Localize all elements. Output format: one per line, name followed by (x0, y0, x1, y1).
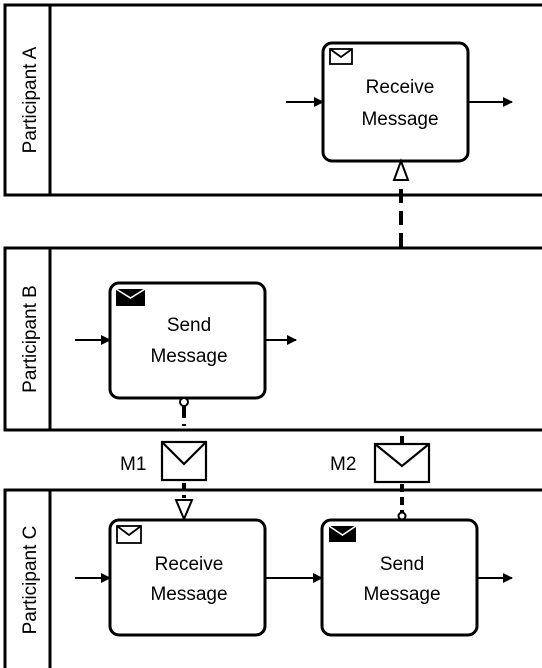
message-flow-arrowhead (392, 158, 410, 181)
message-m2-envelope-icon[interactable] (373, 442, 431, 484)
task-b-send-message[interactable]: Send Message (108, 281, 267, 400)
task-label-line1: Send (380, 554, 424, 575)
task-c-send-message[interactable]: Send Message (320, 518, 479, 637)
task-c-receive-message[interactable]: Receive Message (108, 518, 267, 637)
pool-label-c: Participant C (20, 526, 41, 635)
task-label-line2: Message (363, 584, 440, 605)
message-label-m1: M1 (120, 454, 146, 475)
task-label-line2: Message (361, 109, 438, 130)
message-flow-origin (179, 397, 189, 407)
message-flow-arrowhead (174, 499, 194, 522)
task-label-line2: Message (150, 584, 227, 605)
message-flow-m1 (174, 397, 194, 522)
pool-label-a: Participant A (20, 46, 41, 153)
task-a-receive-message[interactable]: Receive Message (321, 41, 470, 163)
task-label-line1: Receive (366, 77, 435, 98)
pool-participant-b: Participant B (3, 246, 542, 432)
task-label-line1: Send (167, 315, 211, 336)
message-m1-envelope-icon[interactable] (160, 440, 208, 482)
task-label-line2: Message (150, 346, 227, 367)
envelope-filled-icon (328, 525, 357, 542)
envelope-filled-icon (115, 288, 146, 306)
task-label-line1: Receive (155, 554, 224, 575)
envelope-outline-icon (116, 525, 142, 544)
envelope-outline-icon (329, 48, 353, 65)
message-label-m2: M2 (330, 454, 356, 475)
message-flow-origin (397, 511, 407, 521)
message-flow-b-to-a (392, 158, 410, 247)
message-flow-m2 (397, 436, 407, 521)
pool-label-b: Participant B (20, 285, 41, 393)
